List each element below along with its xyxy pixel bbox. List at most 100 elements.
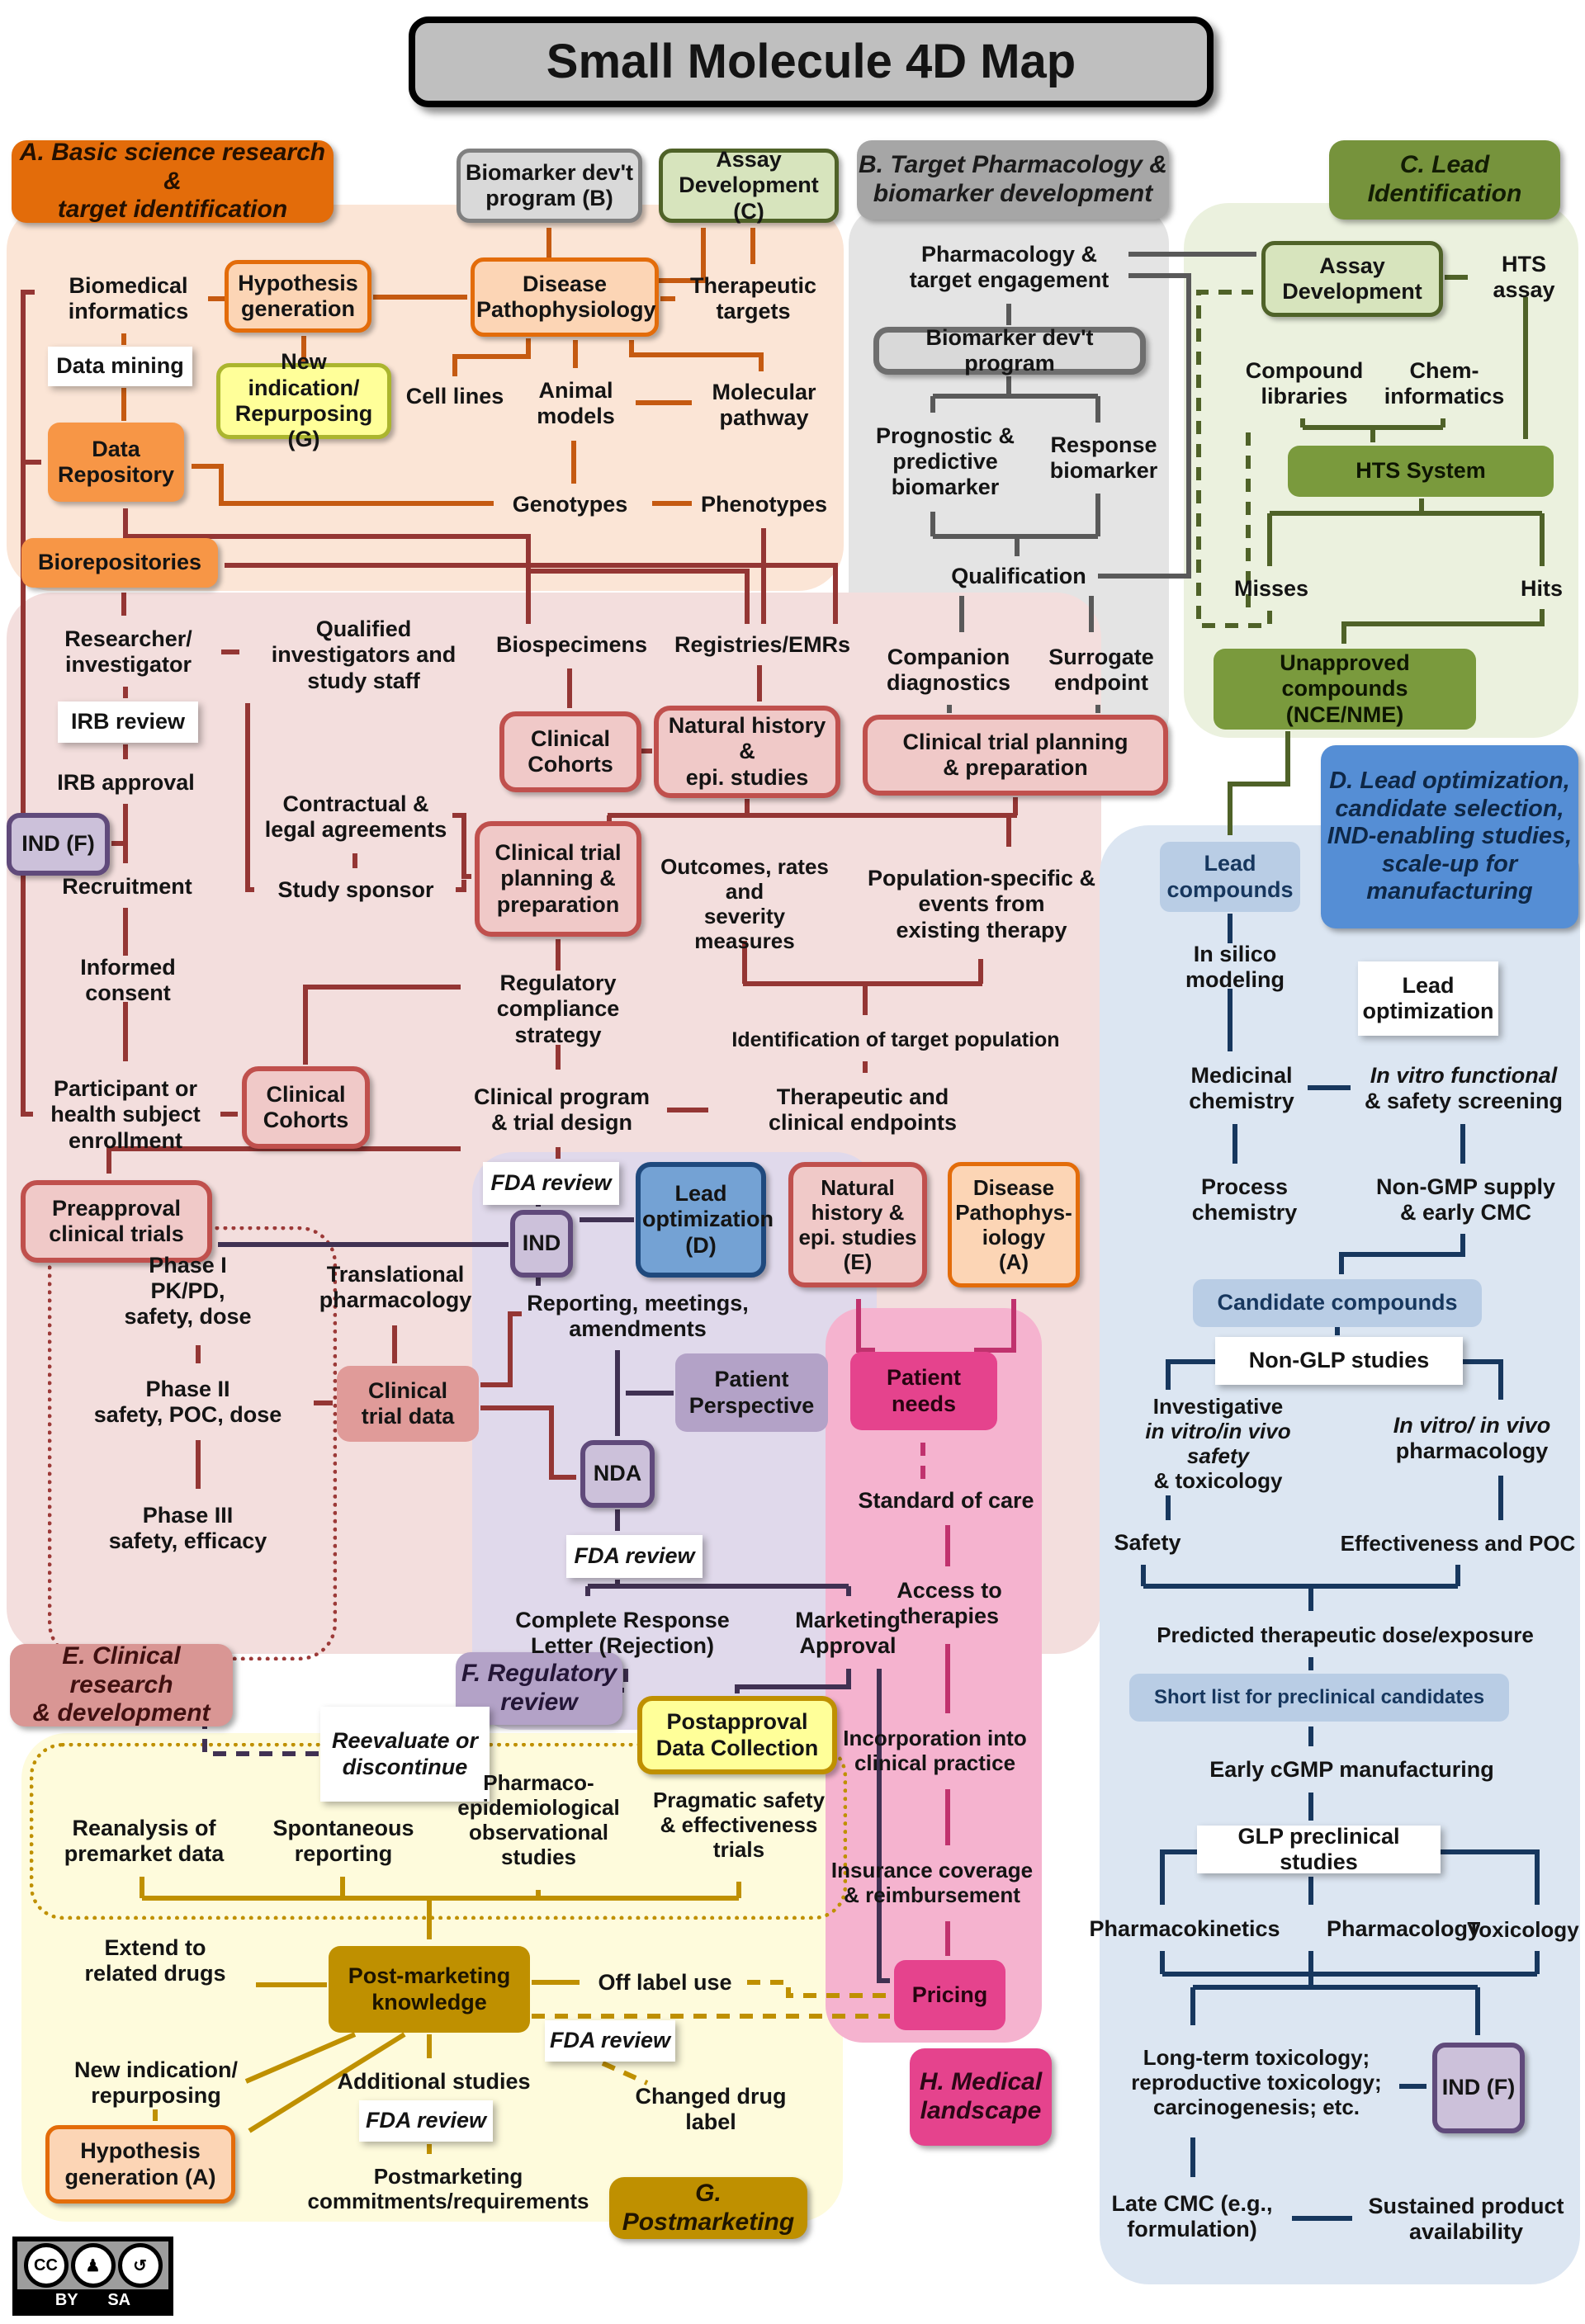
box-ind: IND bbox=[510, 1210, 573, 1278]
label-in-silico-modeling: In silico modeling bbox=[1185, 941, 1285, 992]
box-irb-review: IRB review bbox=[58, 701, 198, 743]
label-cell-lines: Cell lines bbox=[405, 384, 504, 409]
box-clinical-trial-planning-b: Clinical trial planning& preparation bbox=[863, 715, 1168, 796]
section-h-area bbox=[826, 1308, 1042, 2043]
box-fda-review-4: FDA review bbox=[359, 2100, 493, 2142]
label-informed-consent: Informed consent bbox=[80, 954, 176, 1005]
box-short-list-preclinical: Short list for preclinical candidates bbox=[1129, 1674, 1509, 1722]
box-new-indication-repurposing-g: New indication/Repurposing (G) bbox=[216, 349, 391, 451]
label-biospecimens: Biospecimens bbox=[495, 632, 648, 658]
cc-license-codes: BY SA bbox=[17, 2289, 168, 2311]
label-reporting-meetings-amendments: Reporting, meetings,amendments bbox=[527, 1290, 749, 1341]
label-irb-approval: IRB approval bbox=[57, 770, 195, 796]
label-registries-emrs: Registries/EMRs bbox=[674, 632, 851, 658]
label-chem-informatics: Chem-informatics bbox=[1384, 357, 1505, 409]
header-g: G. Postmarketing bbox=[609, 2177, 807, 2239]
label-pharmacology: Pharmacology bbox=[1326, 1916, 1481, 1942]
label-clinical-program-trial-design: Clinical program& trial design bbox=[473, 1084, 651, 1135]
label-off-label-use: Off label use bbox=[598, 1970, 732, 1996]
label-additional-studies: Additional studies bbox=[337, 2069, 531, 2095]
box-biorepositories: Biorepositories bbox=[21, 538, 218, 588]
cc-by-label: BY bbox=[54, 2290, 78, 2309]
label-genotypes: Genotypes bbox=[512, 492, 628, 517]
map-title: Small Molecule 4D Map bbox=[409, 17, 1214, 107]
box-fda-review-1: FDA review bbox=[483, 1162, 619, 1205]
header-a: A. Basic science research &target identi… bbox=[12, 139, 334, 223]
label-hts-assay: HTS assay bbox=[1493, 251, 1555, 302]
box-ind-f-left: IND (F) bbox=[7, 813, 110, 876]
box-unapproved-compounds: Unapproved compounds(NCE/NME) bbox=[1214, 649, 1476, 730]
label-new-indication-repurposing: New indication/repurposing bbox=[73, 2057, 239, 2108]
label-pharmacokinetics: Pharmacokinetics bbox=[1089, 1916, 1280, 1942]
cc-icons-row: CC ♟ ↺ bbox=[17, 2241, 168, 2289]
cc-license-badge: CC ♟ ↺ BY SA bbox=[12, 2237, 173, 2316]
label-phenotypes: Phenotypes bbox=[700, 492, 828, 517]
label-late-cmc: Late CMC (e.g.,formulation) bbox=[1111, 2190, 1273, 2241]
label-in-vitro-functional-safety: In vitro functional& safety screening bbox=[1364, 1062, 1564, 1113]
box-data-mining: Data mining bbox=[48, 347, 192, 386]
header-d: D. Lead optimization,candidate selection… bbox=[1321, 745, 1578, 928]
label-misses: Misses bbox=[1233, 576, 1309, 602]
box-non-glp-studies: Non-GLP studies bbox=[1215, 1337, 1463, 1385]
label-recruitment: Recruitment bbox=[62, 874, 192, 900]
box-fda-review-2: FDA review bbox=[566, 1535, 703, 1578]
label-pharmacology-target-engagement: Pharmacology &target engagement bbox=[909, 241, 1110, 292]
box-fda-review-3: FDA review bbox=[545, 2020, 675, 2062]
label-toxicology: Toxicology bbox=[1467, 1916, 1579, 1942]
header-e: E. Clinical research& development bbox=[10, 1642, 233, 1726]
box-ind-f-right: IND (F) bbox=[1432, 2043, 1525, 2133]
label-contractual-legal-agreements: Contractual &legal agreements bbox=[264, 791, 447, 842]
cc-sharealike-icon: ↺ bbox=[117, 2243, 163, 2288]
label-non-gmp-supply: Non-GMP supply& early CMC bbox=[1375, 1174, 1555, 1225]
label-effectiveness-poc: Effectiveness and POC bbox=[1340, 1530, 1576, 1556]
label-standard-of-care: Standard of care bbox=[858, 1488, 1034, 1514]
cc-attribution-icon: ♟ bbox=[70, 2243, 116, 2288]
header-b: B. Target Pharmacology &biomarker develo… bbox=[857, 140, 1169, 220]
